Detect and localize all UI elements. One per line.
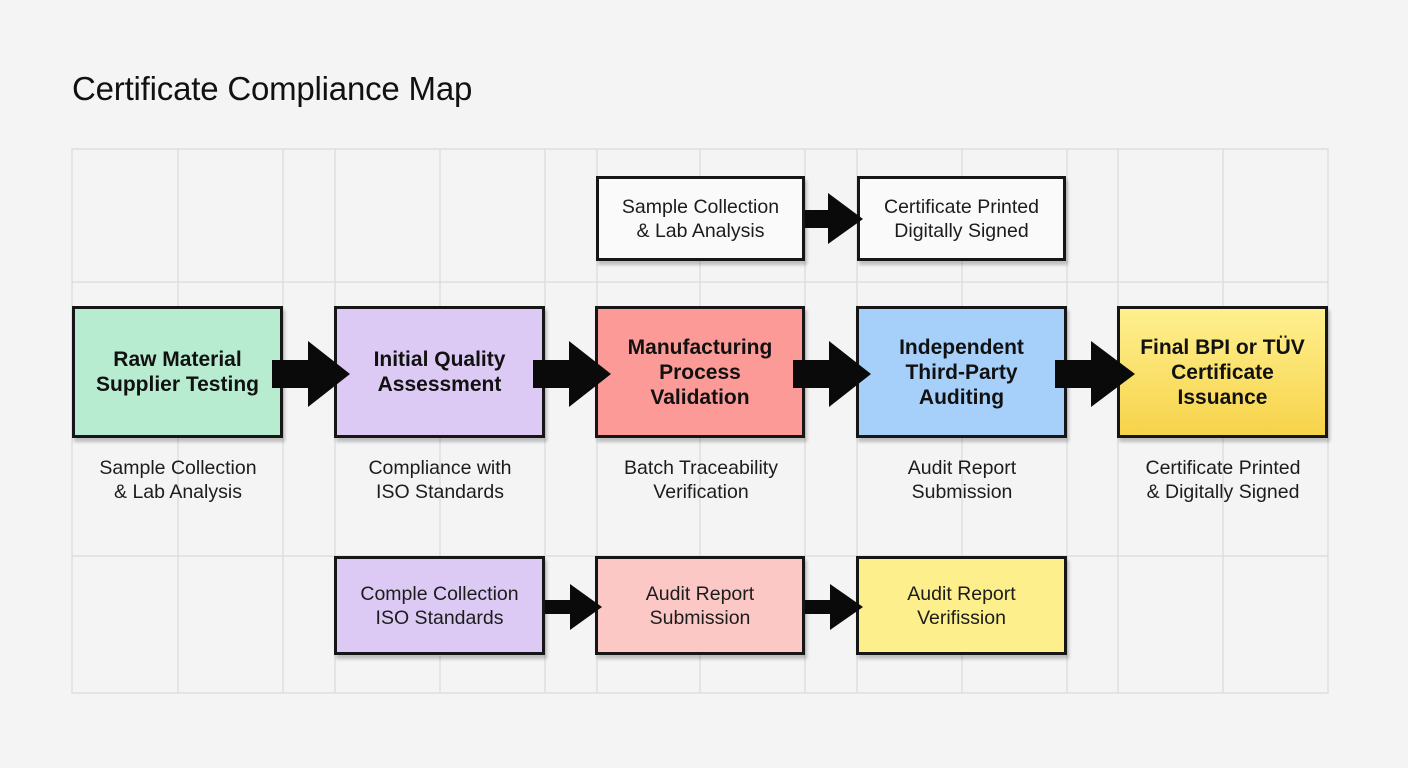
step-manufacturing-process-validation-label: Manufacturing Process Validation bbox=[627, 335, 773, 409]
step-manufacturing-process-validation: Manufacturing Process Validation bbox=[595, 306, 805, 438]
bottom-box-audit-report-submission: Audit Report Submission bbox=[595, 556, 805, 655]
caption-final-certificate: Certificate Printed & Digitally Signed bbox=[1145, 457, 1301, 503]
step-initial-quality-assessment: Initial Quality Assessment bbox=[334, 306, 545, 438]
caption-initial-quality: Compliance with ISO Standards bbox=[368, 457, 512, 503]
bottom-box-comple-collection: Comple Collection ISO Standards bbox=[334, 556, 545, 655]
bottom-box-comple-collection-label: Comple Collection ISO Standards bbox=[360, 582, 519, 629]
top-box-sample-collection-label: Sample Collection & Lab Analysis bbox=[621, 195, 780, 242]
step-final-certificate-issuance-label: Final BPI or TÜV Certificate Issuance bbox=[1140, 335, 1305, 409]
top-box-certificate-printed: Certificate Printed Digitally Signed bbox=[857, 176, 1066, 261]
bottom-box-audit-report-verifission-label: Audit Report Verifission bbox=[907, 582, 1016, 629]
step-initial-quality-assessment-label: Initial Quality Assessment bbox=[373, 348, 506, 396]
caption-manufacturing: Batch Traceability Verification bbox=[624, 457, 778, 503]
step-third-party-auditing: Independent Third-Party Auditing bbox=[856, 306, 1067, 438]
step-raw-material-testing-label: Raw Material Supplier Testing bbox=[96, 348, 259, 396]
caption-raw-material: Sample Collection & Lab Analysis bbox=[99, 457, 257, 503]
step-final-certificate-issuance: Final BPI or TÜV Certificate Issuance bbox=[1117, 306, 1328, 438]
page-title: Certificate Compliance Map bbox=[72, 70, 473, 107]
step-raw-material-testing: Raw Material Supplier Testing bbox=[72, 306, 283, 438]
top-box-sample-collection: Sample Collection & Lab Analysis bbox=[596, 176, 805, 261]
bottom-box-audit-report-verifission: Audit Report Verifission bbox=[856, 556, 1067, 655]
caption-auditing: Audit Report Submission bbox=[907, 457, 1017, 503]
bottom-box-audit-report-submission-label: Audit Report Submission bbox=[645, 582, 755, 629]
top-box-certificate-printed-label: Certificate Printed Digitally Signed bbox=[884, 195, 1039, 242]
step-third-party-auditing-label: Independent Third-Party Auditing bbox=[899, 335, 1024, 409]
